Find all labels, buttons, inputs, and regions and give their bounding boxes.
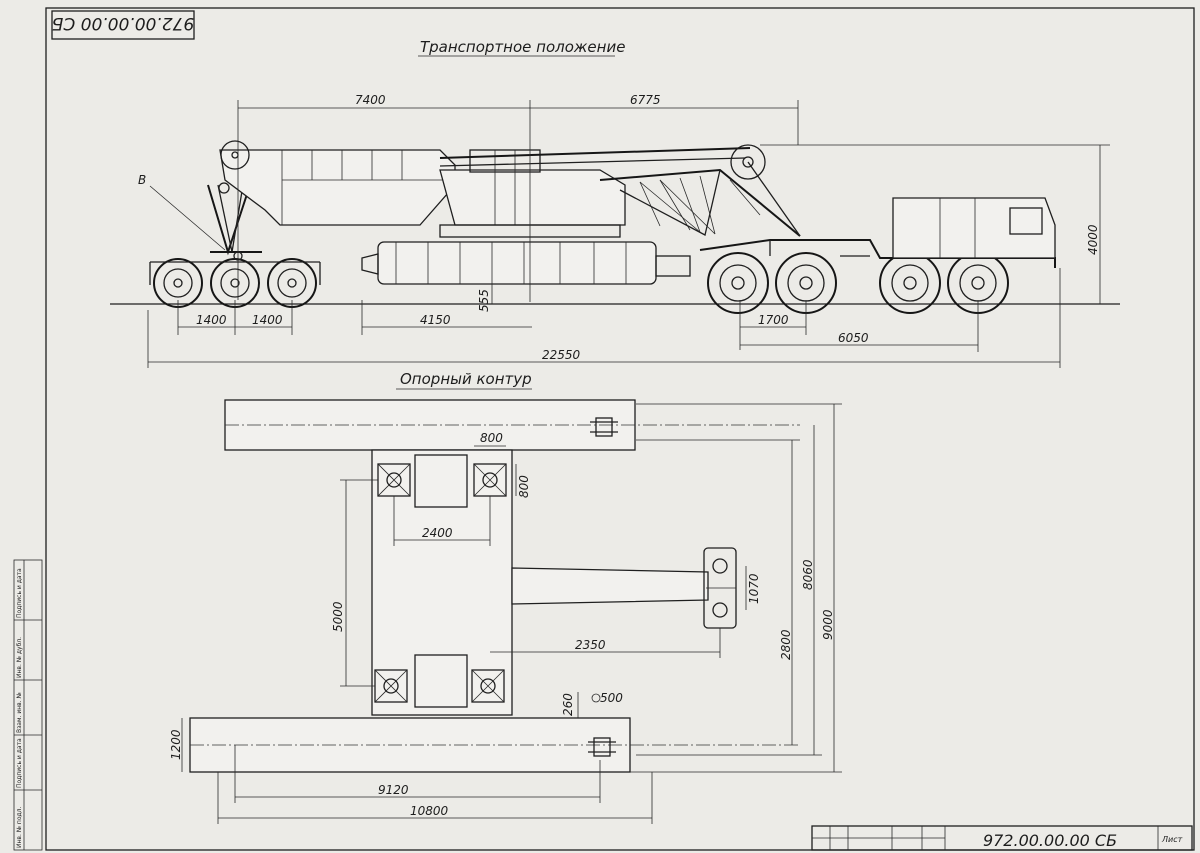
stamp-col-5: Подпись и дата: [16, 568, 23, 618]
dim-1200: 1200: [169, 729, 183, 760]
crawler-track: [361, 241, 691, 285]
upper-outrigger: [224, 399, 800, 451]
dim-4000: 4000: [1086, 224, 1100, 255]
central-frame: [371, 449, 513, 716]
side-dimensions: 7400 6775 4000 1400 1400 4150 555 1700 6…: [147, 93, 1110, 368]
support-title: Опорный контур: [400, 370, 532, 388]
dim-2400: 2400: [422, 526, 453, 540]
dim-800-h: 800: [517, 475, 531, 498]
lower-outrigger: [189, 717, 800, 773]
sheet-label: Лист: [1161, 835, 1183, 844]
title-block: 972.00.00.00 СБ Лист: [811, 825, 1193, 851]
sheet-border: [45, 7, 1195, 851]
dim-5000: 5000: [331, 601, 345, 632]
dim-1400-b: 1400: [252, 313, 283, 327]
stamp-col-3: Взам. инв. №: [16, 692, 23, 733]
dim-9000: 9000: [821, 609, 835, 640]
pad-bottom-right: [471, 669, 505, 703]
dim-2350: 2350: [575, 638, 606, 652]
dim-10800: 10800: [410, 804, 449, 818]
pad-top-right: [473, 463, 507, 497]
callout-b-label: В: [138, 173, 146, 187]
dim-1400-a: 1400: [196, 313, 227, 327]
doc-number-top: 972.00.00.00 СБ: [52, 13, 195, 33]
dim-1700: 1700: [758, 313, 789, 327]
dim-1070: 1070: [747, 573, 761, 604]
plan-dimensions: 800 800 2400 5000 1070 2350 2800 8060 90…: [169, 403, 842, 824]
dim-2800: 2800: [779, 629, 793, 660]
support-pads: [374, 463, 507, 703]
lattice-jib: [439, 144, 801, 237]
dim-8060: 8060: [801, 559, 815, 590]
dim-800-w: 800: [480, 431, 503, 445]
dim-6050: 6050: [838, 331, 869, 345]
dim-22550: 22550: [542, 348, 581, 362]
dim-555: 555: [477, 289, 491, 312]
dim-500: 500: [600, 691, 623, 705]
dim-7400: 7400: [355, 93, 386, 107]
dim-6775: 6775: [630, 93, 661, 107]
dim-260: 260: [561, 693, 575, 716]
side-stamp: Инв. № подл. Подпись и дата Взам. инв. №…: [13, 559, 43, 851]
tractor-cab: [699, 197, 1056, 268]
transport-title: Транспортное положение: [420, 38, 625, 56]
stamp-col-4: Инв. № дубл.: [16, 637, 23, 678]
doc-number-top-frame: 972.00.00.00 СБ: [51, 10, 195, 40]
dim-4150: 4150: [420, 313, 451, 327]
crane-boom: [219, 140, 626, 238]
doc-number-bottom: 972.00.00.00 СБ: [983, 831, 1117, 850]
dim-9120: 9120: [378, 783, 409, 797]
stamp-col-1: Инв. № подл.: [16, 807, 23, 848]
stamp-col-2: Подпись и дата: [16, 738, 23, 788]
